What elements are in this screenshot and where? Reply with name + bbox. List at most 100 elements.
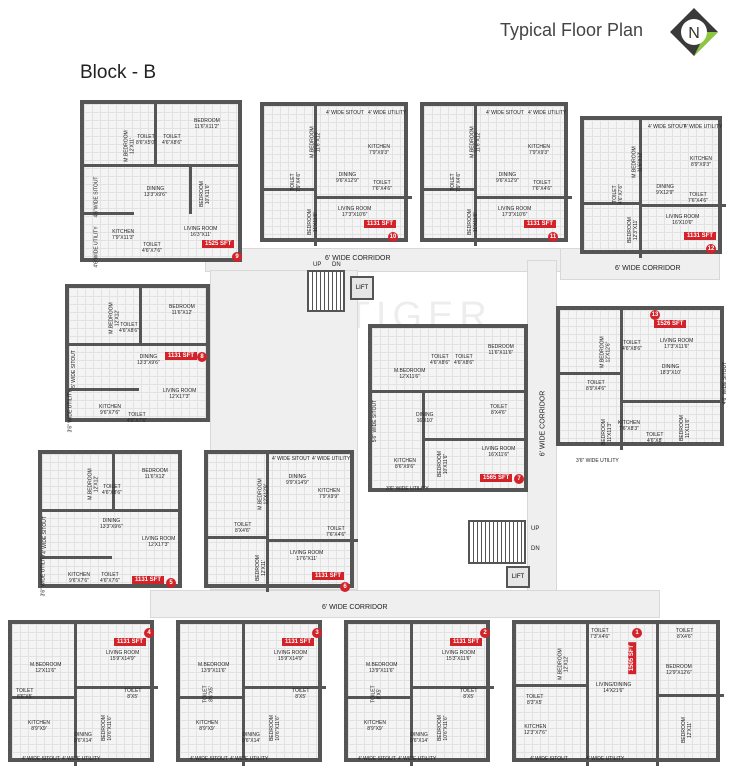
unit-8-area: 1131 SFT xyxy=(165,352,198,360)
unit-3-room: TOILET 8'6"X5' xyxy=(202,685,215,703)
lift-label: LIFT xyxy=(355,285,369,291)
unit-1-room: TOILET 8'X4'6" xyxy=(676,628,694,640)
unit-2-area: 1131 SFT xyxy=(450,638,483,646)
unit-4-room: 4' WIDE UTILITY xyxy=(62,756,101,762)
unit-1-room: M.BEDROOM 12'X12' xyxy=(557,648,570,680)
unit-2-room: 4' WIDE SITOUT xyxy=(358,756,396,762)
compass-letter: N xyxy=(688,25,700,42)
unit-6-room: TOILET 7'6"X4'6" xyxy=(326,526,346,538)
stair-up-label-2: UP xyxy=(531,526,540,532)
unit-6-room: M.BEDROOM 12'X12'9" xyxy=(257,478,270,510)
unit-10-room: TOILET 7'9"X4'6" xyxy=(289,172,302,192)
unit-1-room: 4' WIDE SITOUT xyxy=(530,756,568,762)
unit-11-room: TOILET 7'6"X4'6" xyxy=(532,180,552,192)
unit-8-room: TOILET 4'6"X7'6" xyxy=(127,412,147,424)
unit-12-room: DINING 9'X12'9" xyxy=(656,184,675,196)
unit-5-room: TOILET 4'6"X7'6" xyxy=(100,572,120,584)
corridor-label-vertical: 6' WIDE CORRIDOR xyxy=(539,390,547,457)
unit-8-room: LIVING ROOM 12'X17'3" xyxy=(163,388,197,400)
unit-10-room: LIVING ROOM 17'3"X10'6" xyxy=(338,206,372,218)
unit-9-room: BEDROOM 11'6"X11'2" xyxy=(194,118,220,130)
unit-1-room: BEDROOM 12'X11' xyxy=(680,717,693,743)
unit-2-room: M.BEDROOM 13'9"X11'6" xyxy=(366,662,398,674)
unit-9-area: 1525 SFT xyxy=(202,240,235,248)
unit-8-room: KITCHEN 9'6"X7'6" xyxy=(99,404,121,416)
unit-5-room: TOILET 4'6"X8'6" xyxy=(102,484,122,496)
unit-13-room: DINING 18'3"X10' xyxy=(660,364,681,376)
unit-8-number: 8 xyxy=(197,352,207,362)
unit-13-room: TOILET 4'6"X8' xyxy=(646,432,664,444)
unit-11-room: KITCHEN 7'9"X9'3" xyxy=(528,144,550,156)
unit-4-room: LIVING ROOM 15'9"X14'9" xyxy=(106,650,140,662)
unit-6-room: DINING 9'9"X14'9" xyxy=(286,474,309,486)
unit-3-room: 4' WIDE UTILITY xyxy=(230,756,269,762)
unit-10-number: 10 xyxy=(388,232,398,242)
stair-up-label: UP xyxy=(313,262,322,268)
corridor-label-top: 6' WIDE CORRIDOR xyxy=(325,255,391,262)
unit-9-room: TOILET 8'6"X5'0" xyxy=(136,134,156,146)
unit-3-number: 3 xyxy=(312,628,322,638)
unit-1-room: TOILET 7'3"X4'6" xyxy=(590,628,610,640)
unit-7-plan: M.BEDROOM 12'X11'6" TOILET 4'6"X8'6" TOI… xyxy=(368,324,528,492)
unit-11-area: 1131 SFT xyxy=(524,220,557,228)
lift-label-2: LIFT xyxy=(511,574,525,580)
unit-12-number: 12 xyxy=(706,244,716,254)
unit-3-plan: M.BEDROOM 13'9"X11'6" LIVING ROOM 15'9"X… xyxy=(176,620,326,766)
unit-3-room: DINING 9'6"X14' xyxy=(242,732,261,744)
unit-11-room: LIVING ROOM 17'3"X10'6" xyxy=(498,206,532,218)
unit-6-room: BEDROOM 12'X11' xyxy=(254,555,267,581)
unit-3-room: BEDROOM 10'6"X11'6" xyxy=(268,715,281,741)
unit-2-room: KITCHEN 8'9"X9' xyxy=(364,720,386,732)
unit-9-room: M.BEDROOM 12'X11' xyxy=(123,130,136,162)
unit-9-number: 9 xyxy=(232,252,242,262)
unit-13-room: 3'6" WIDE UTILITY xyxy=(576,458,619,464)
unit-5-room: KITCHEN 9'6"X7'6" xyxy=(68,572,90,584)
corridor-label-right-top: 6' WIDE CORRIDOR xyxy=(615,265,681,272)
unit-12-room: 4' WIDE SITOUT xyxy=(648,124,686,130)
corridor-bottom xyxy=(150,590,660,618)
unit-3-area: 1131 SFT xyxy=(282,638,315,646)
unit-13-room: M.BEDROOM 12'X12'6" xyxy=(599,336,612,368)
unit-5-room: M.BEDROOM 12'X12' xyxy=(87,468,100,500)
unit-1-plan: TOILET 7'3"X4'6" TOILET 8'X4'6" M.BEDROO… xyxy=(512,620,724,766)
unit-4-room: M.BEDROOM 12'X11'6" xyxy=(30,662,62,674)
unit-11-number: 11 xyxy=(548,232,558,242)
unit-5-room: BEDROOM 11'6"X12' xyxy=(142,468,168,480)
unit-10-room: 4' WIDE SITOUT xyxy=(326,110,364,116)
unit-12-room: M.BEDROOM 11'6"X12' xyxy=(631,146,644,178)
unit-2-room: TOILET 8'X5' xyxy=(370,685,383,703)
unit-6-room: 4' WIDE UTILITY xyxy=(312,456,351,462)
unit-6-number: 6 xyxy=(340,582,350,592)
page-title: Typical Floor Plan xyxy=(500,20,644,40)
unit-13-room: TOILET 8'9"X4'6" xyxy=(586,380,606,392)
unit-5-plan: M.BEDROOM 12'X12' BEDROOM 11'6"X12' TOIL… xyxy=(38,450,182,596)
unit-7-room: KITCHEN 8'6"X9'6" xyxy=(394,458,416,470)
unit-11-room: 4' WIDE UTILITY xyxy=(528,110,567,116)
stair-down-label-2: DN xyxy=(531,546,540,552)
stair-down-label: DN xyxy=(332,262,341,268)
unit-12-room: TOILET 7'6"X4'6" xyxy=(688,192,708,204)
unit-10-room: TOILET 7'6"X4'6" xyxy=(372,180,392,192)
unit-12-area: 1131 SFT xyxy=(684,232,717,240)
unit-5-room: 4' WIDE SITOUT xyxy=(41,516,48,554)
unit-8-room: TOILET 4'6"X8'6" xyxy=(119,322,139,334)
unit-3-room: 4' WIDE SITOUT xyxy=(190,756,228,762)
unit-13-room: BEDROOM 11'X11'3" xyxy=(600,419,613,445)
unit-10-area: 1131 SFT xyxy=(364,220,397,228)
unit-11-room: TOILET 7'9"X4'6" xyxy=(449,172,462,192)
unit-10-plan: 4' WIDE SITOUT 4' WIDE UTILITY M.BEDROOM… xyxy=(260,102,412,246)
unit-13-plan: M.BEDROOM 12'X12'6" TOILET 4'6"X8'6" LIV… xyxy=(556,306,728,464)
unit-9-room: TOILET 4'6"X7'6" xyxy=(142,242,162,254)
unit-8-room: 3'6" WIDE UTILITY xyxy=(67,389,74,433)
unit-10-room: M.BEDROOM 11'6"X12' xyxy=(309,126,322,158)
unit-9-room: BEDROOM 10'X11'6" xyxy=(198,181,211,207)
unit-1-area: 1505 SFT xyxy=(628,641,637,675)
unit-12-room: LIVING ROOM 16'X10'6" xyxy=(666,214,700,226)
unit-4-room: KITCHEN 8'9"X9' xyxy=(28,720,50,732)
corridor-label-bottom: 6' WIDE CORRIDOR xyxy=(322,604,388,611)
unit-10-room: 4' WIDE UTILITY xyxy=(368,110,407,116)
unit-4-plan: M.BEDROOM 12'X11'6" LIVING ROOM 15'9"X14… xyxy=(8,620,158,766)
unit-2-room: BEDROOM 10'6"X11'6" xyxy=(436,715,449,741)
unit-6-area: 1131 SFT xyxy=(312,572,345,580)
unit-5-room: LIVING ROOM 12'X17'3" xyxy=(142,536,176,548)
